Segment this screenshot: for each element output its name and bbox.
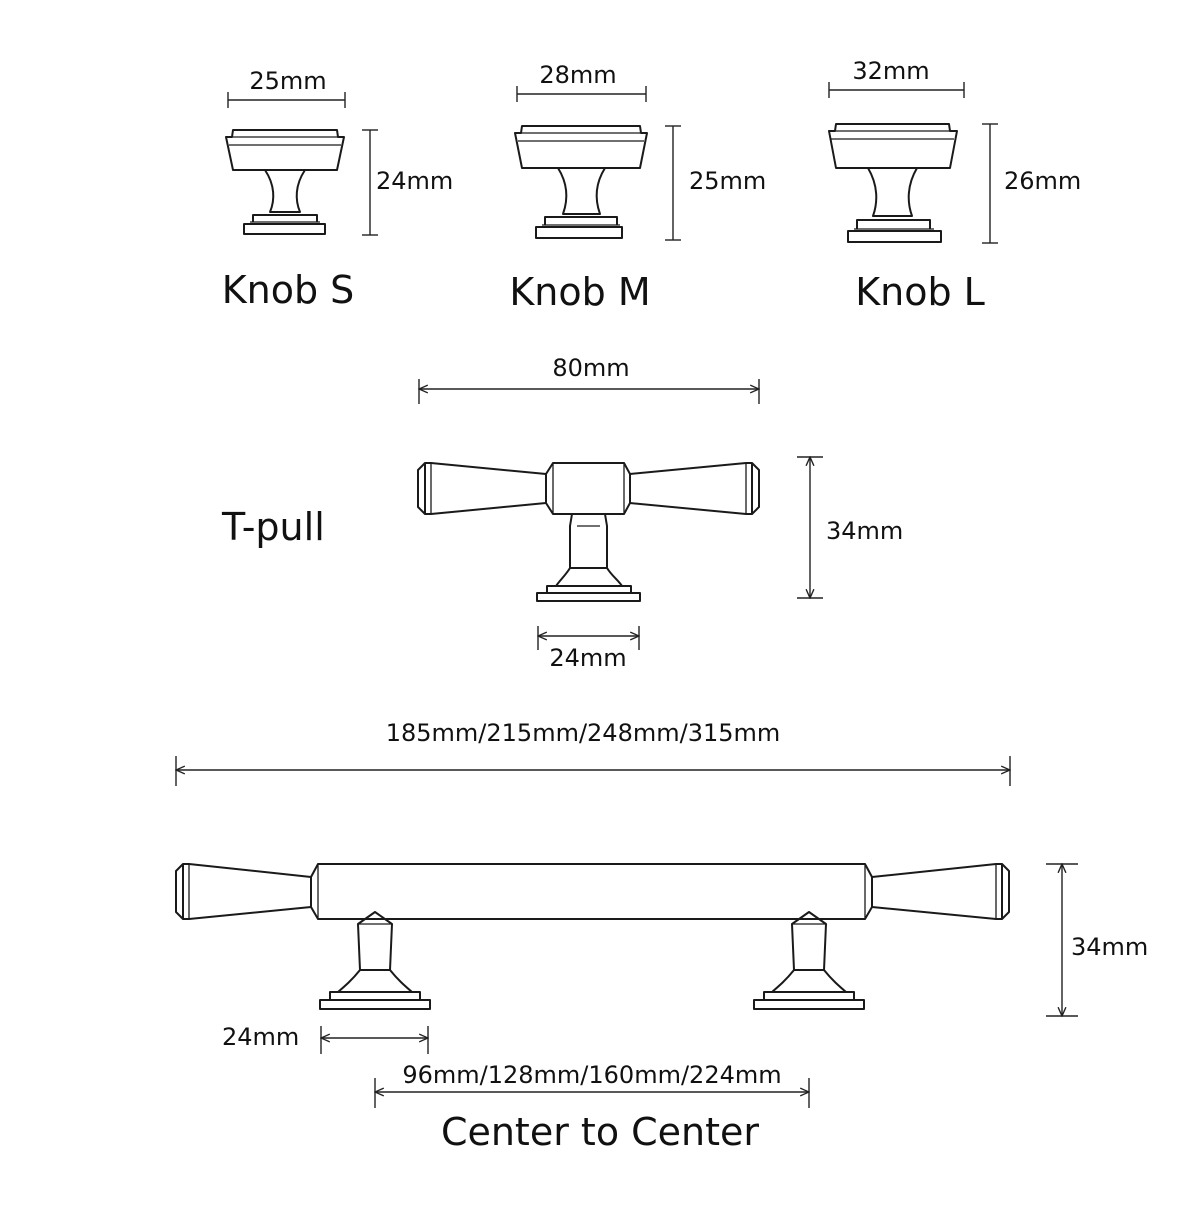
knob-l-title: Knob L (855, 270, 985, 314)
knob-l-width-label: 32mm (852, 57, 929, 85)
bar-pull-height-label: 34mm (1071, 933, 1148, 961)
bar-pull-height-dimension: 34mm (1046, 864, 1148, 1016)
t-pull-length-dimension: 80mm (419, 354, 759, 404)
knob-l-drawing (828, 123, 958, 243)
knob-s-title: Knob S (222, 268, 355, 312)
bar-pull-base-dimension: 24mm (222, 1023, 428, 1054)
t-pull-base-dimension: 24mm (538, 626, 639, 672)
bar-pull-length-label: 185mm/215mm/248mm/315mm (386, 719, 781, 747)
knob-s-width-label: 25mm (249, 67, 326, 95)
bar-pull-base-label: 24mm (222, 1023, 299, 1051)
knob-m-height-label: 25mm (689, 167, 766, 195)
knob-l: 32mm 26mm Knob L (828, 57, 1081, 314)
t-pull-base-label: 24mm (549, 644, 626, 672)
knob-m-width-dimension: 28mm (516, 61, 647, 102)
knob-l-height-label: 26mm (1004, 167, 1081, 195)
knob-m-height-dimension: 25mm (665, 125, 766, 241)
bar-pull: 185mm/215mm/248mm/315mm (175, 719, 1148, 1154)
knob-m-width-label: 28mm (539, 61, 616, 89)
t-pull-height-dimension: 34mm (797, 457, 903, 598)
knob-m-title: Knob M (509, 270, 650, 314)
t-pull-drawing (417, 462, 760, 602)
knob-s-height-dimension: 24mm (362, 129, 453, 236)
knob-s-height-label: 24mm (376, 167, 453, 195)
t-pull: T-pull 80mm (221, 354, 903, 672)
knob-l-width-dimension: 32mm (828, 57, 965, 98)
knob-s: 25mm 24mm Knob S (222, 67, 454, 312)
t-pull-title: T-pull (221, 505, 325, 549)
bar-pull-drawing (175, 863, 1010, 1010)
knob-s-width-dimension: 25mm (227, 67, 346, 108)
knob-s-drawing (225, 129, 345, 235)
t-pull-height-label: 34mm (826, 517, 903, 545)
bar-pull-center-dimension: 96mm/128mm/160mm/224mm (375, 1061, 809, 1108)
bar-pull-length-dimension: 185mm/215mm/248mm/315mm (176, 719, 1010, 786)
bar-pull-center-caption: Center to Center (441, 1110, 759, 1154)
knob-m: 28mm 25mm Knob M (509, 61, 766, 314)
knob-m-drawing (514, 125, 648, 239)
bar-pull-center-label: 96mm/128mm/160mm/224mm (402, 1061, 781, 1089)
t-pull-length-label: 80mm (552, 354, 629, 382)
knob-l-height-dimension: 26mm (982, 123, 1081, 244)
